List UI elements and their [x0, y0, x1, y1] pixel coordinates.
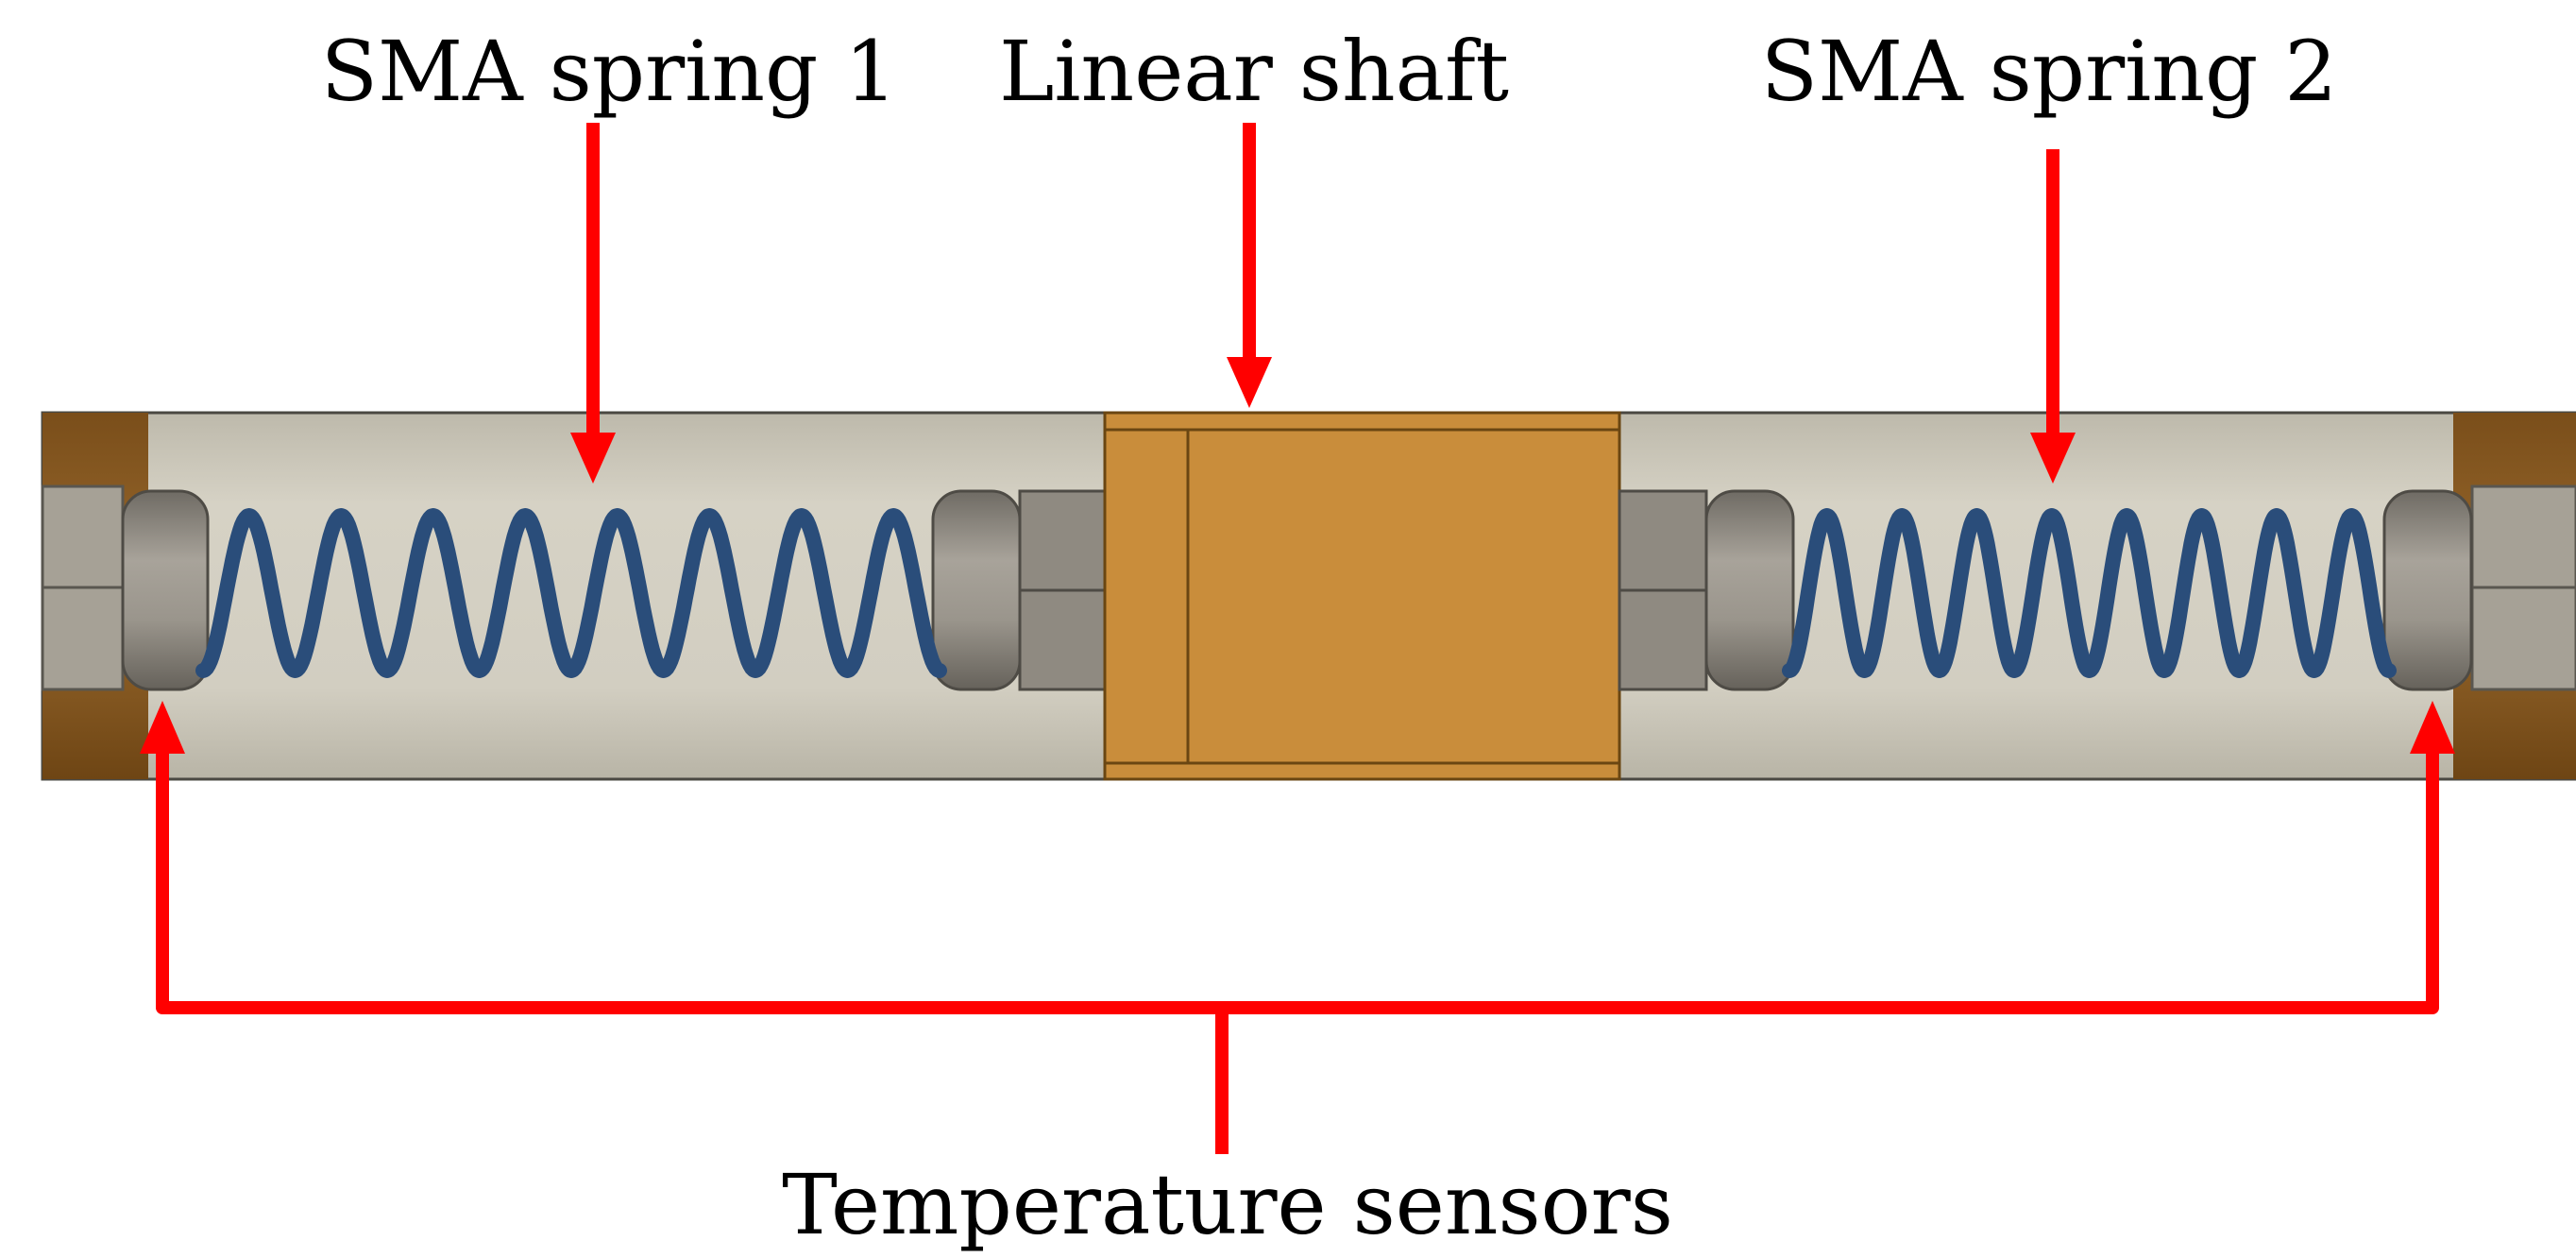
spring1-arrow: [570, 123, 616, 484]
temperature-sensors-bracket: [140, 701, 2455, 1154]
right-outer-fitting: [2382, 489, 2473, 691]
spring2-arrow: [2030, 149, 2076, 484]
label-sma-spring-2: SMA spring 2: [1760, 23, 2338, 120]
sma-spring-1: [195, 508, 947, 678]
left-outer-fitting: [121, 489, 210, 691]
label-temperature-sensors: Temperature sensors: [782, 1156, 1673, 1253]
sma-spring-2: [1782, 508, 2397, 678]
label-linear-shaft: Linear shaft: [998, 23, 1510, 120]
linear-shaft-block: [1103, 411, 1621, 781]
label-sma-spring-1: SMA spring 1: [320, 23, 898, 120]
spring2-left-fitting: [1704, 489, 1795, 691]
shaft-arrow: [1227, 123, 1272, 408]
right-end-cap: [2453, 413, 2576, 779]
spring1-right-fitting: [931, 489, 1022, 691]
